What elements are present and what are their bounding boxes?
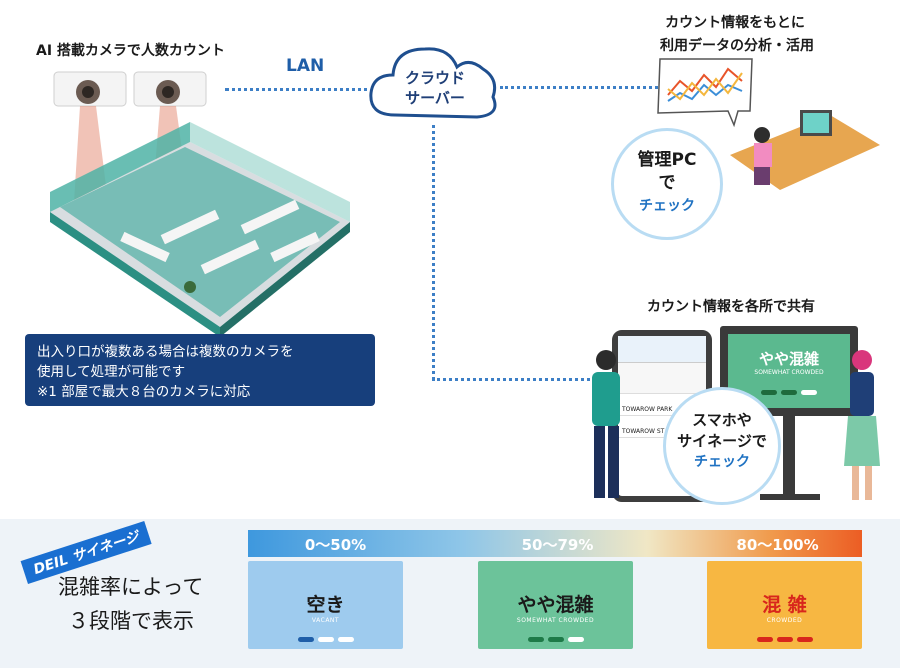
signage-bubble-line2: サイネージで (677, 432, 767, 450)
indicator-pill (756, 637, 773, 642)
share-connection-line-h (432, 378, 607, 381)
level-title: 混 雑 (762, 594, 807, 616)
summary-line1: 混雑率によって (58, 575, 204, 599)
signage-indicator-pill (761, 390, 777, 395)
level-card-vacant: 空き VACANT (248, 561, 403, 649)
note-line2: 使用して処理が可能です (37, 364, 186, 380)
office-illustration (50, 71, 350, 337)
chart-speech-bubble-icon (657, 58, 753, 128)
level-card-somewhat-crowded: やや混雑 SOMEWHAT CROWDED (478, 561, 633, 649)
camera-caption: AI 搭載カメラで人数カウント (36, 43, 225, 59)
level-subtitle: CROWDED (766, 617, 803, 624)
share-connection-line (432, 125, 435, 380)
analysis-caption-line1: カウント情報をもとに (665, 15, 805, 31)
indicator-pill (567, 637, 584, 642)
level-subtitle: VACANT (311, 617, 340, 624)
woman-figure (844, 350, 880, 500)
pc-bubble-line1: 管理PC (637, 150, 697, 170)
signage-check-bubble: スマホや サイネージで チェック (663, 387, 781, 505)
indicator-pill (527, 637, 544, 642)
pc-connection-line (500, 86, 658, 89)
phone-row-1: TOWAROW PARK (618, 394, 706, 416)
signage-indicator-pill (781, 390, 797, 395)
indicator-pill (776, 637, 793, 642)
range-label-mid: 50〜79% (521, 536, 594, 554)
range-label-high: 80〜100% (736, 536, 819, 554)
cloud-label-line2: サーバー (405, 89, 465, 107)
signage-bubble-line3: チェック (694, 454, 750, 470)
summary-text: 混雑率によって ３段階で表示 (58, 570, 203, 638)
cloud-label-line1: クラウド (404, 69, 465, 87)
range-label-low: 0〜50% (304, 536, 367, 554)
note-line3: ※1 部屋で最大８台のカメラに対応 (37, 384, 251, 400)
phone-row-2: TOWAROW ST (618, 416, 706, 438)
cloud-icon (369, 47, 497, 119)
pc-desk-illustration (657, 58, 880, 190)
indicator-pill (317, 637, 334, 642)
indicator-pill (796, 637, 813, 642)
crowding-gradient-bar (248, 530, 862, 557)
signage-bubble-line1: スマホや (692, 411, 752, 429)
multi-camera-note: 出入り口が複数ある場合は複数のカメラを 使用して処理が可能です ※1 部屋で最大… (25, 334, 375, 406)
pc-bubble-line3: チェック (639, 198, 695, 214)
level-title: やや混雑 (517, 594, 594, 616)
level-subtitle: SOMEWHAT CROWDED (516, 617, 595, 624)
analysis-caption-line2: 利用データの分析・活用 (660, 38, 814, 54)
note-line1: 出入り口が複数ある場合は複数のカメラを (37, 344, 294, 360)
indicator-pill (337, 637, 354, 642)
ai-camera-icon (133, 71, 207, 107)
summary-line2: ３段階で表示 (68, 609, 194, 633)
pc-check-bubble: 管理PC で チェック (611, 128, 723, 240)
signage-stand (783, 416, 795, 496)
ai-camera-icon (53, 71, 127, 107)
pc-bubble-line2: で (658, 173, 676, 193)
signage-subtitle: SOMEWHAT CROWDED (754, 369, 824, 376)
level-title: 空き (306, 594, 345, 616)
indicator-pill (547, 637, 564, 642)
signage-indicator-pill (801, 390, 817, 395)
man-with-phone-figure (592, 350, 620, 498)
lan-label: LAN (286, 56, 325, 76)
level-card-crowded: 混 雑 CROWDED (707, 561, 862, 649)
lan-connection-line (225, 88, 375, 91)
share-caption: カウント情報を各所で共有 (647, 299, 815, 315)
signage-title: やや混雑 (758, 350, 819, 368)
indicator-pill (297, 637, 314, 642)
signage-base (760, 494, 820, 500)
